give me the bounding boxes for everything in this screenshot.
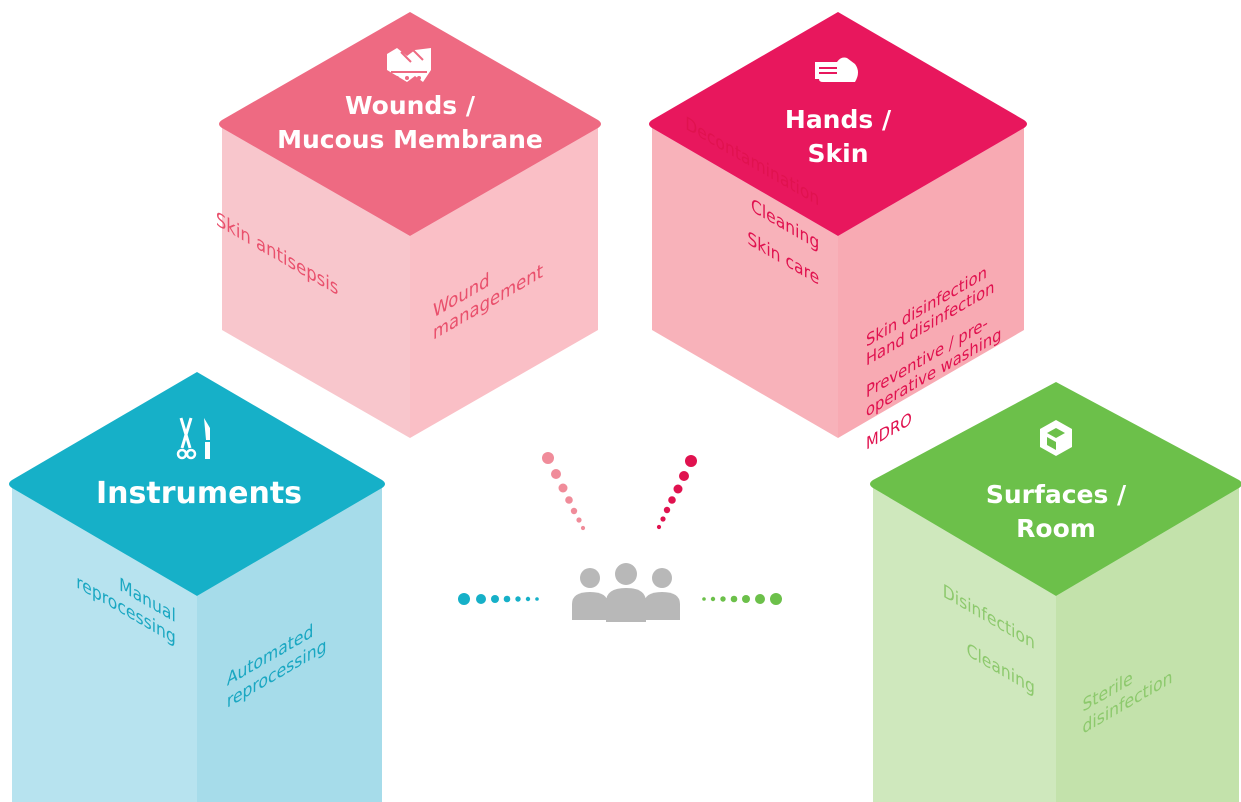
dots-to-instruments (458, 593, 539, 605)
dots-to-surfaces (702, 593, 782, 605)
hands-cube-right-face (838, 128, 1024, 438)
instruments-cube-top-face (9, 372, 385, 596)
hands-cube-left-face (652, 128, 838, 438)
wound-tissue-icon (387, 48, 431, 82)
surfaces-cube-right-face (1056, 488, 1239, 802)
wounds-title-line2: Mucous Membrane (277, 125, 543, 154)
instruments-cube-right-face (197, 488, 382, 802)
hands-title-line1: Hands / (785, 105, 892, 134)
hands-cube-top-face (649, 12, 1027, 236)
instruments-title: Instruments (96, 476, 302, 511)
instruments-cube: Instruments Manual reprocessing Automate… (9, 372, 385, 802)
scissors-scalpel-icon (176, 417, 210, 460)
people-group-icon (572, 563, 680, 622)
hands-cube: Hands / Skin Decontamination Cleaning Sk… (649, 12, 1027, 455)
wounds-cube-top-face (219, 12, 601, 236)
hands-title-line2: Skin (808, 139, 869, 168)
wounds-cube: Wounds / Mucous Membrane Skin antisepsis… (216, 12, 601, 438)
room-cube-icon (1040, 420, 1072, 456)
dots-to-hands (656, 455, 697, 530)
instruments-cube-left-face (12, 488, 197, 802)
surfaces-cube-top-face (870, 382, 1241, 596)
surfaces-title-line2: Room (1016, 514, 1096, 543)
dots-to-wounds (542, 452, 586, 531)
wounds-cube-right-face (410, 128, 598, 438)
wounds-title-line1: Wounds / (345, 91, 476, 120)
hand-icon (815, 57, 858, 82)
surfaces-cube: Surfaces / Room Disinfection Cleaning St… (870, 382, 1241, 802)
surfaces-cube-left-face (873, 488, 1056, 802)
wounds-cube-left-face (222, 128, 410, 438)
surfaces-title-line1: Surfaces / (986, 480, 1127, 509)
